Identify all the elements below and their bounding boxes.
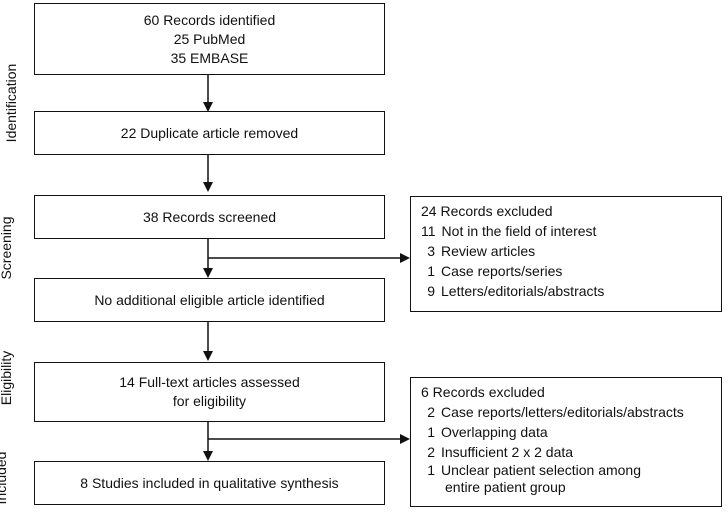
excluded-screening-item: 3 Review articles (421, 241, 711, 261)
excluded-screening-box: 24 Records excluded 11 Not in the field o… (410, 196, 722, 312)
excluded-count: 1 (427, 263, 435, 279)
excluded-count: 1 (427, 424, 435, 440)
excluded-eligibility-item: 2 Case reports/letters/editorials/abstrac… (421, 402, 711, 422)
records-screened-box: 38 Records screened (34, 195, 385, 239)
excluded-eligibility-title: 6 Records excluded (421, 384, 545, 400)
excluded-reason-continued: entire patient group (445, 479, 566, 495)
excluded-screening-item: 1 Case reports/series (421, 261, 711, 281)
duplicates-removed-text: 22 Duplicate article removed (120, 124, 299, 141)
excluded-reason: Case reports/letters/editorials/abstract… (441, 404, 684, 420)
excluded-eligibility-item: 2 Insufficient 2 x 2 data (421, 442, 711, 462)
fulltext-assessed-box: 14 Full-text articles assessed for eligi… (34, 362, 385, 422)
excluded-count: 1 (427, 462, 435, 478)
excluded-count: 3 (427, 243, 435, 259)
fulltext-assessed-line-1: 14 Full-text articles assessed (119, 374, 300, 390)
excluded-reason: Insufficient 2 x 2 data (441, 444, 574, 460)
excluded-reason: Case reports/series (441, 263, 563, 279)
excluded-eligibility-item: 1 Overlapping data (421, 422, 711, 442)
excluded-reason: Letters/editorials/abstracts (441, 283, 605, 299)
records-identified-box: 60 Records identified 25 PubMed 35 EMBAS… (34, 3, 385, 75)
excluded-reason: Not in the field of interest (441, 223, 597, 239)
excluded-screening-item: 9 Letters/editorials/abstracts (421, 281, 711, 301)
duplicates-removed-box: 22 Duplicate article removed (34, 111, 385, 155)
excluded-count: 11 (421, 223, 436, 239)
excluded-eligibility-item: 1 Unclear patient selection among entire … (421, 462, 711, 496)
excluded-count: 9 (427, 283, 435, 299)
records-identified-line-1: 60 Records identified (143, 11, 276, 28)
studies-included-box: 8 Studies included in qualitative synthe… (34, 461, 385, 505)
records-identified-line-3: 35 EMBASE (170, 49, 249, 66)
records-identified-line-2: 25 PubMed (173, 30, 246, 47)
excluded-reason: Overlapping data (441, 424, 548, 440)
excluded-reason: Review articles (441, 243, 536, 259)
excluded-reason: Unclear patient selection among (441, 462, 642, 478)
excluded-count: 2 (427, 444, 435, 460)
excluded-screening-title: 24 Records excluded (421, 203, 553, 219)
excluded-count: 2 (427, 404, 435, 420)
studies-included-text: 8 Studies included in qualitative synthe… (80, 474, 339, 491)
excluded-screening-item: 11 Not in the field of interest (421, 221, 711, 241)
fulltext-assessed-line-2: for eligibility (172, 393, 247, 409)
no-additional-text: No additional eligible article identifie… (94, 291, 325, 308)
excluded-eligibility-box: 6 Records excluded 2 Case reports/letters… (410, 377, 722, 507)
records-screened-text: 38 Records screened (142, 208, 277, 225)
no-additional-box: No additional eligible article identifie… (34, 278, 385, 322)
